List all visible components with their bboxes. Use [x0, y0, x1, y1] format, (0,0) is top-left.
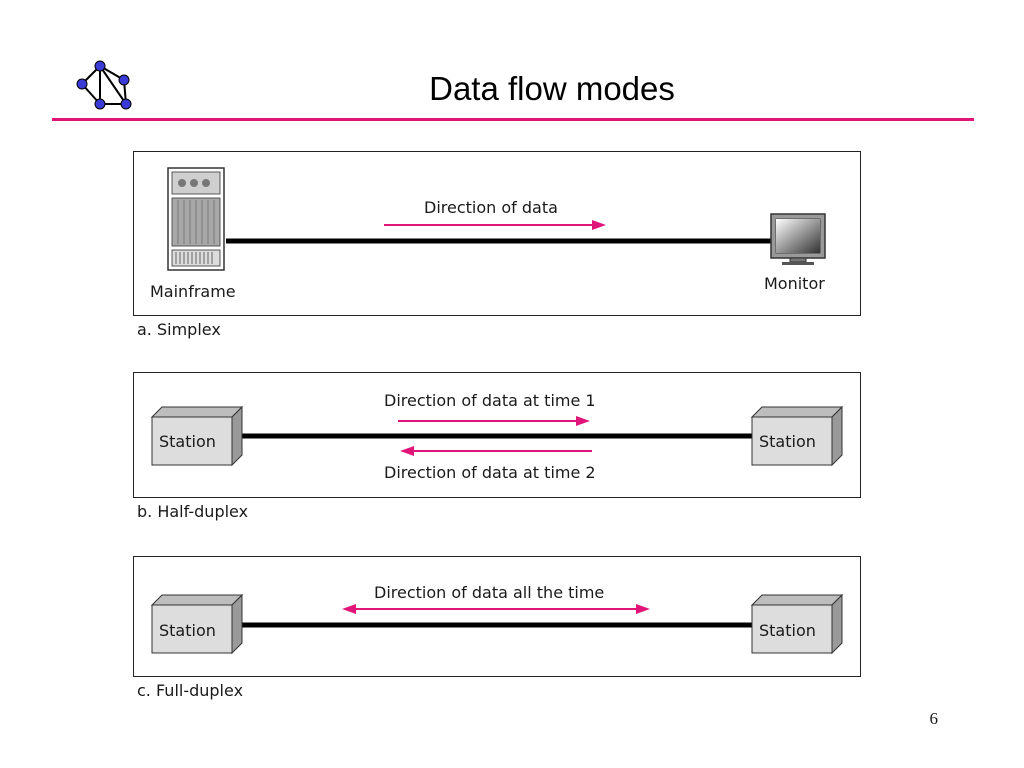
monitor-icon — [770, 213, 826, 265]
full-duplex-arrow-label: Direction of data all the time — [374, 583, 605, 602]
station-box-icon — [750, 405, 844, 467]
left-station-label: Station — [159, 432, 216, 451]
full-duplex-caption: c. Full-duplex — [137, 681, 244, 700]
station-box-icon — [150, 405, 244, 467]
title-divider — [52, 118, 974, 121]
half-duplex-panel: Direction of data at time 1 Direction of… — [133, 372, 861, 498]
left-station-label: Station — [159, 621, 216, 640]
half-duplex-arrow-time-1 — [398, 416, 590, 426]
mainframe-icon — [167, 167, 225, 271]
half-duplex-arrow-label-2: Direction of data at time 2 — [384, 463, 596, 482]
simplex-diagram — [167, 167, 826, 271]
simplex-direction-arrow — [384, 220, 606, 230]
simplex-caption: a. Simplex — [137, 320, 221, 339]
half-duplex-diagram — [150, 405, 844, 467]
mainframe-label: Mainframe — [150, 282, 236, 301]
station-box-icon — [750, 593, 844, 655]
half-duplex-caption: b. Half-duplex — [137, 502, 249, 521]
full-duplex-diagram — [150, 593, 844, 655]
simplex-panel: Direction of data Mainframe Monitor — [133, 151, 861, 316]
simplex-arrow-label: Direction of data — [424, 198, 558, 217]
full-duplex-panel: Direction of data all the time Station S… — [133, 556, 861, 677]
network-graph-logo-icon — [76, 60, 132, 110]
right-station-label: Station — [759, 621, 816, 640]
right-station-label: Station — [759, 432, 816, 451]
half-duplex-arrow-label-1: Direction of data at time 1 — [384, 391, 596, 410]
full-duplex-bidirectional-arrow — [342, 604, 650, 614]
half-duplex-arrow-time-2 — [400, 446, 592, 456]
monitor-label: Monitor — [764, 274, 825, 293]
page-number: 6 — [929, 709, 939, 728]
station-box-icon — [150, 593, 244, 655]
page-title: Data flow modes — [429, 70, 675, 107]
